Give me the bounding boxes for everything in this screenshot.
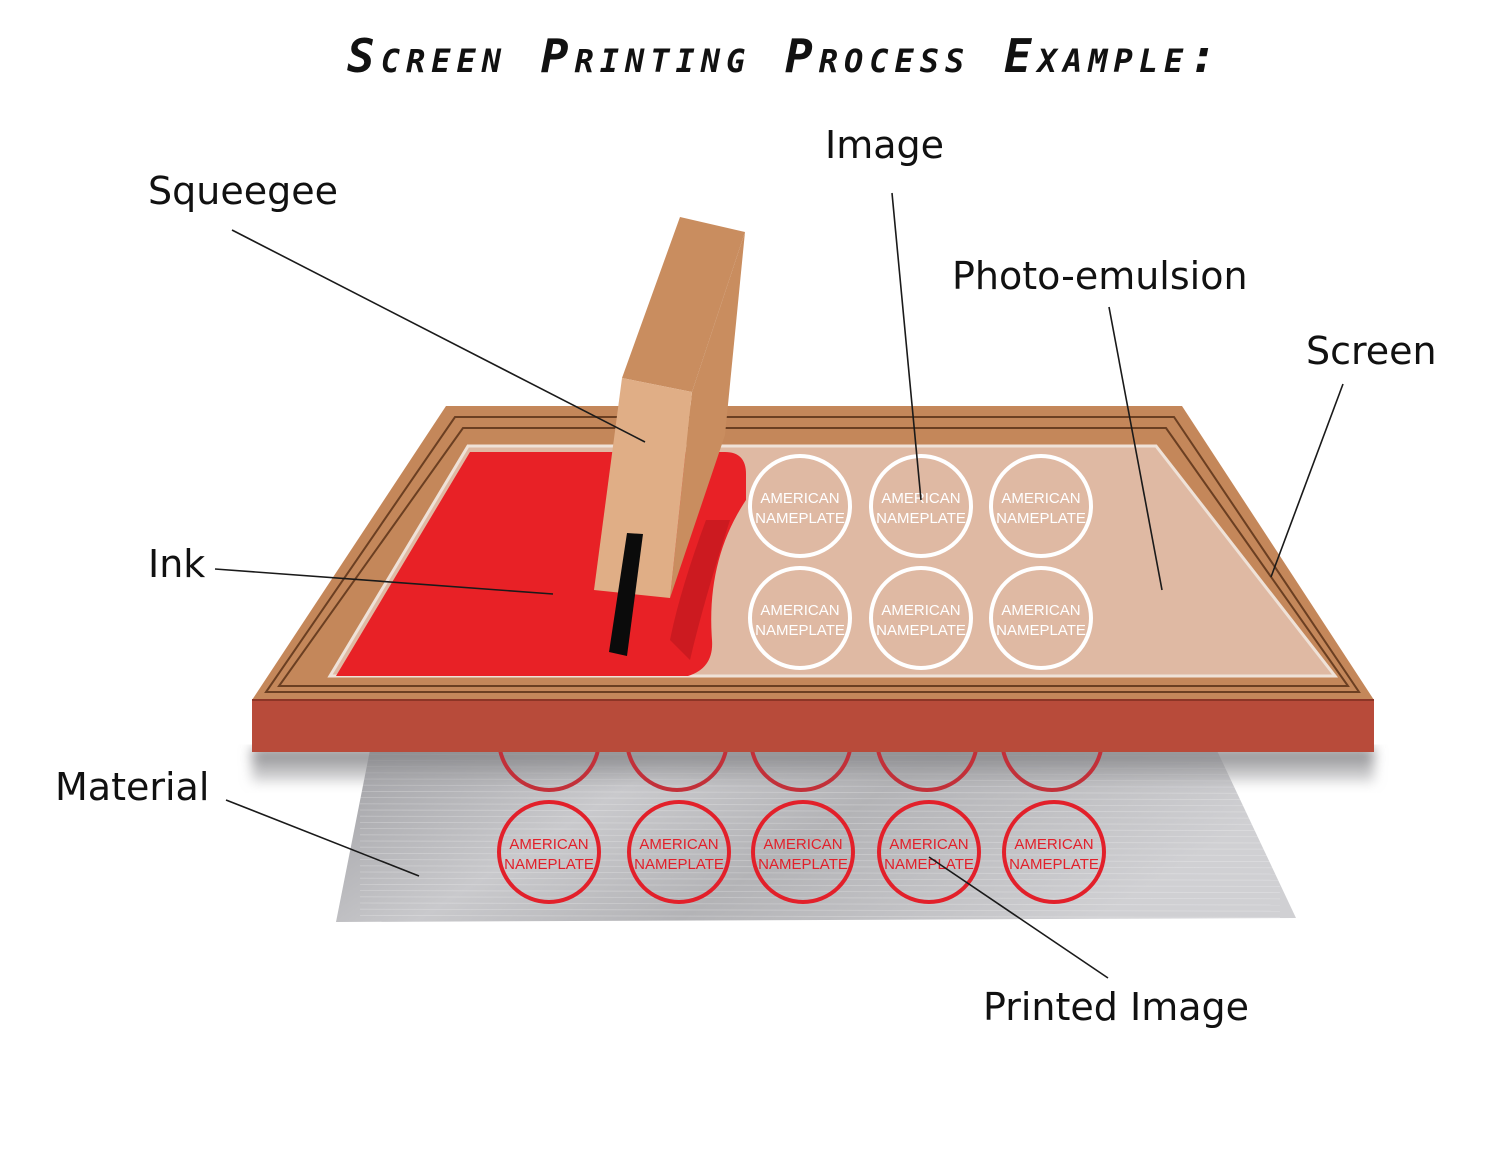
leader-image — [891, 192, 922, 501]
squeegee-blade — [609, 533, 643, 656]
image-stencil-1: AMERICAN NAMEPLATE — [748, 454, 852, 558]
label-material: Material — [55, 765, 209, 809]
image-stencil-4-line1: AMERICAN — [760, 602, 839, 619]
brush-line — [359, 840, 1281, 844]
brush-line — [359, 915, 1281, 918]
brush-line — [359, 809, 1281, 813]
image-stencils: AMERICAN NAMEPLATE AMERICAN NAMEPLATE AMERIC… — [748, 454, 1093, 670]
brush-line — [359, 902, 1281, 906]
material-sheet — [336, 740, 1296, 922]
screen-frame-front — [252, 700, 1374, 752]
brush-line — [359, 853, 1281, 856]
leader-squeegee — [231, 229, 646, 443]
image-stencil-2-line2: NAMEPLATE — [876, 510, 966, 527]
image-stencil-3: AMERICAN NAMEPLATE — [989, 454, 1093, 558]
ink-shadow — [670, 520, 730, 660]
printed-image-2: AMERICAN NAMEPLATE — [627, 800, 731, 904]
printed-image-4: AMERICAN NAMEPLATE — [877, 800, 981, 904]
printed-image-3-line2: NAMEPLATE — [758, 856, 848, 873]
image-stencil-1-ring — [748, 454, 852, 558]
leader-photo-emulsion — [1108, 306, 1163, 591]
frame-shadow — [252, 748, 1374, 782]
printed-image-2-line2: NAMEPLATE — [634, 856, 724, 873]
printed-image-3-ring — [751, 800, 855, 904]
printed-image-1-line1: AMERICAN — [509, 836, 588, 853]
brush-line — [359, 846, 1281, 850]
printed-image-1: AMERICAN NAMEPLATE — [497, 800, 601, 904]
squeegee-handle-top — [622, 217, 745, 392]
printed-image-5-ring — [1002, 800, 1106, 904]
printed-image-5: AMERICAN NAMEPLATE — [1002, 800, 1106, 904]
image-stencil-5-line1: AMERICAN — [881, 602, 960, 619]
image-stencil-4: AMERICAN NAMEPLATE — [748, 566, 852, 670]
image-stencil-1-line2: NAMEPLATE — [755, 510, 845, 527]
image-stencil-4-ring — [748, 566, 852, 670]
printed-image-3: AMERICAN NAMEPLATE — [751, 800, 855, 904]
image-stencil-5: AMERICAN NAMEPLATE — [869, 566, 973, 670]
leader-ink — [214, 568, 554, 595]
brush-line — [359, 791, 1281, 794]
image-stencil-6: AMERICAN NAMEPLATE — [989, 566, 1093, 670]
image-stencil-2-ring — [869, 454, 973, 558]
image-stencil-6-ring — [989, 566, 1093, 670]
image-stencil-6-line1: AMERICAN — [1001, 602, 1080, 619]
image-stencil-6-line2: NAMEPLATE — [996, 622, 1086, 639]
squeegee-handle-side — [670, 232, 745, 598]
printed-image-front-row: AMERICANNAMEPLATEAMERICANNAMEPLATEAMERIC… — [497, 800, 1106, 904]
diagram-title: Screen Printing Process Example: — [347, 29, 1223, 83]
brush-line — [359, 865, 1281, 869]
image-stencil-5-line2: NAMEPLATE — [876, 622, 966, 639]
image-stencil-3-ring — [989, 454, 1093, 558]
image-stencil-5-ring — [869, 566, 973, 670]
brush-line — [359, 797, 1281, 800]
brush-line — [359, 822, 1281, 825]
brush-line — [359, 877, 1281, 881]
leader-material — [225, 799, 420, 877]
leader-printed-image — [928, 856, 1109, 979]
label-photo-emulsion: Photo-emulsion — [952, 254, 1248, 298]
image-stencil-3-line2: NAMEPLATE — [996, 510, 1086, 527]
printed-image-1-ring — [497, 800, 601, 904]
printed-image-2-ring — [627, 800, 731, 904]
brush-line — [359, 871, 1281, 875]
label-screen: Screen — [1306, 329, 1437, 373]
label-image: Image — [825, 123, 944, 167]
image-stencil-4-line2: NAMEPLATE — [755, 622, 845, 639]
screen-frame-groove-inner — [277, 427, 1350, 687]
printed-image-4-line2: NAMEPLATE — [884, 856, 974, 873]
brush-line — [359, 859, 1281, 862]
label-ink: Ink — [148, 542, 205, 586]
brush-line — [359, 908, 1281, 912]
printed-image-3-line1: AMERICAN — [763, 836, 842, 853]
image-stencil-3-line1: AMERICAN — [1001, 490, 1080, 507]
printed-image-4-ring — [877, 800, 981, 904]
label-squeegee: Squeegee — [148, 169, 338, 213]
printed-image-2-line1: AMERICAN — [639, 836, 718, 853]
printed-image-4-line1: AMERICAN — [889, 836, 968, 853]
printed-image-5-line1: AMERICAN — [1014, 836, 1093, 853]
printed-image-5-line2: NAMEPLATE — [1009, 856, 1099, 873]
printed-image-1-line2: NAMEPLATE — [504, 856, 594, 873]
screen-frame-groove-outer — [264, 416, 1361, 693]
brush-line — [359, 828, 1281, 831]
squeegee-handle-face — [594, 378, 692, 598]
brush-line — [359, 834, 1281, 838]
brush-line — [359, 890, 1281, 893]
image-stencil-1-line1: AMERICAN — [760, 490, 839, 507]
leader-screen — [1270, 383, 1344, 578]
label-printed-image: Printed Image — [983, 985, 1249, 1029]
